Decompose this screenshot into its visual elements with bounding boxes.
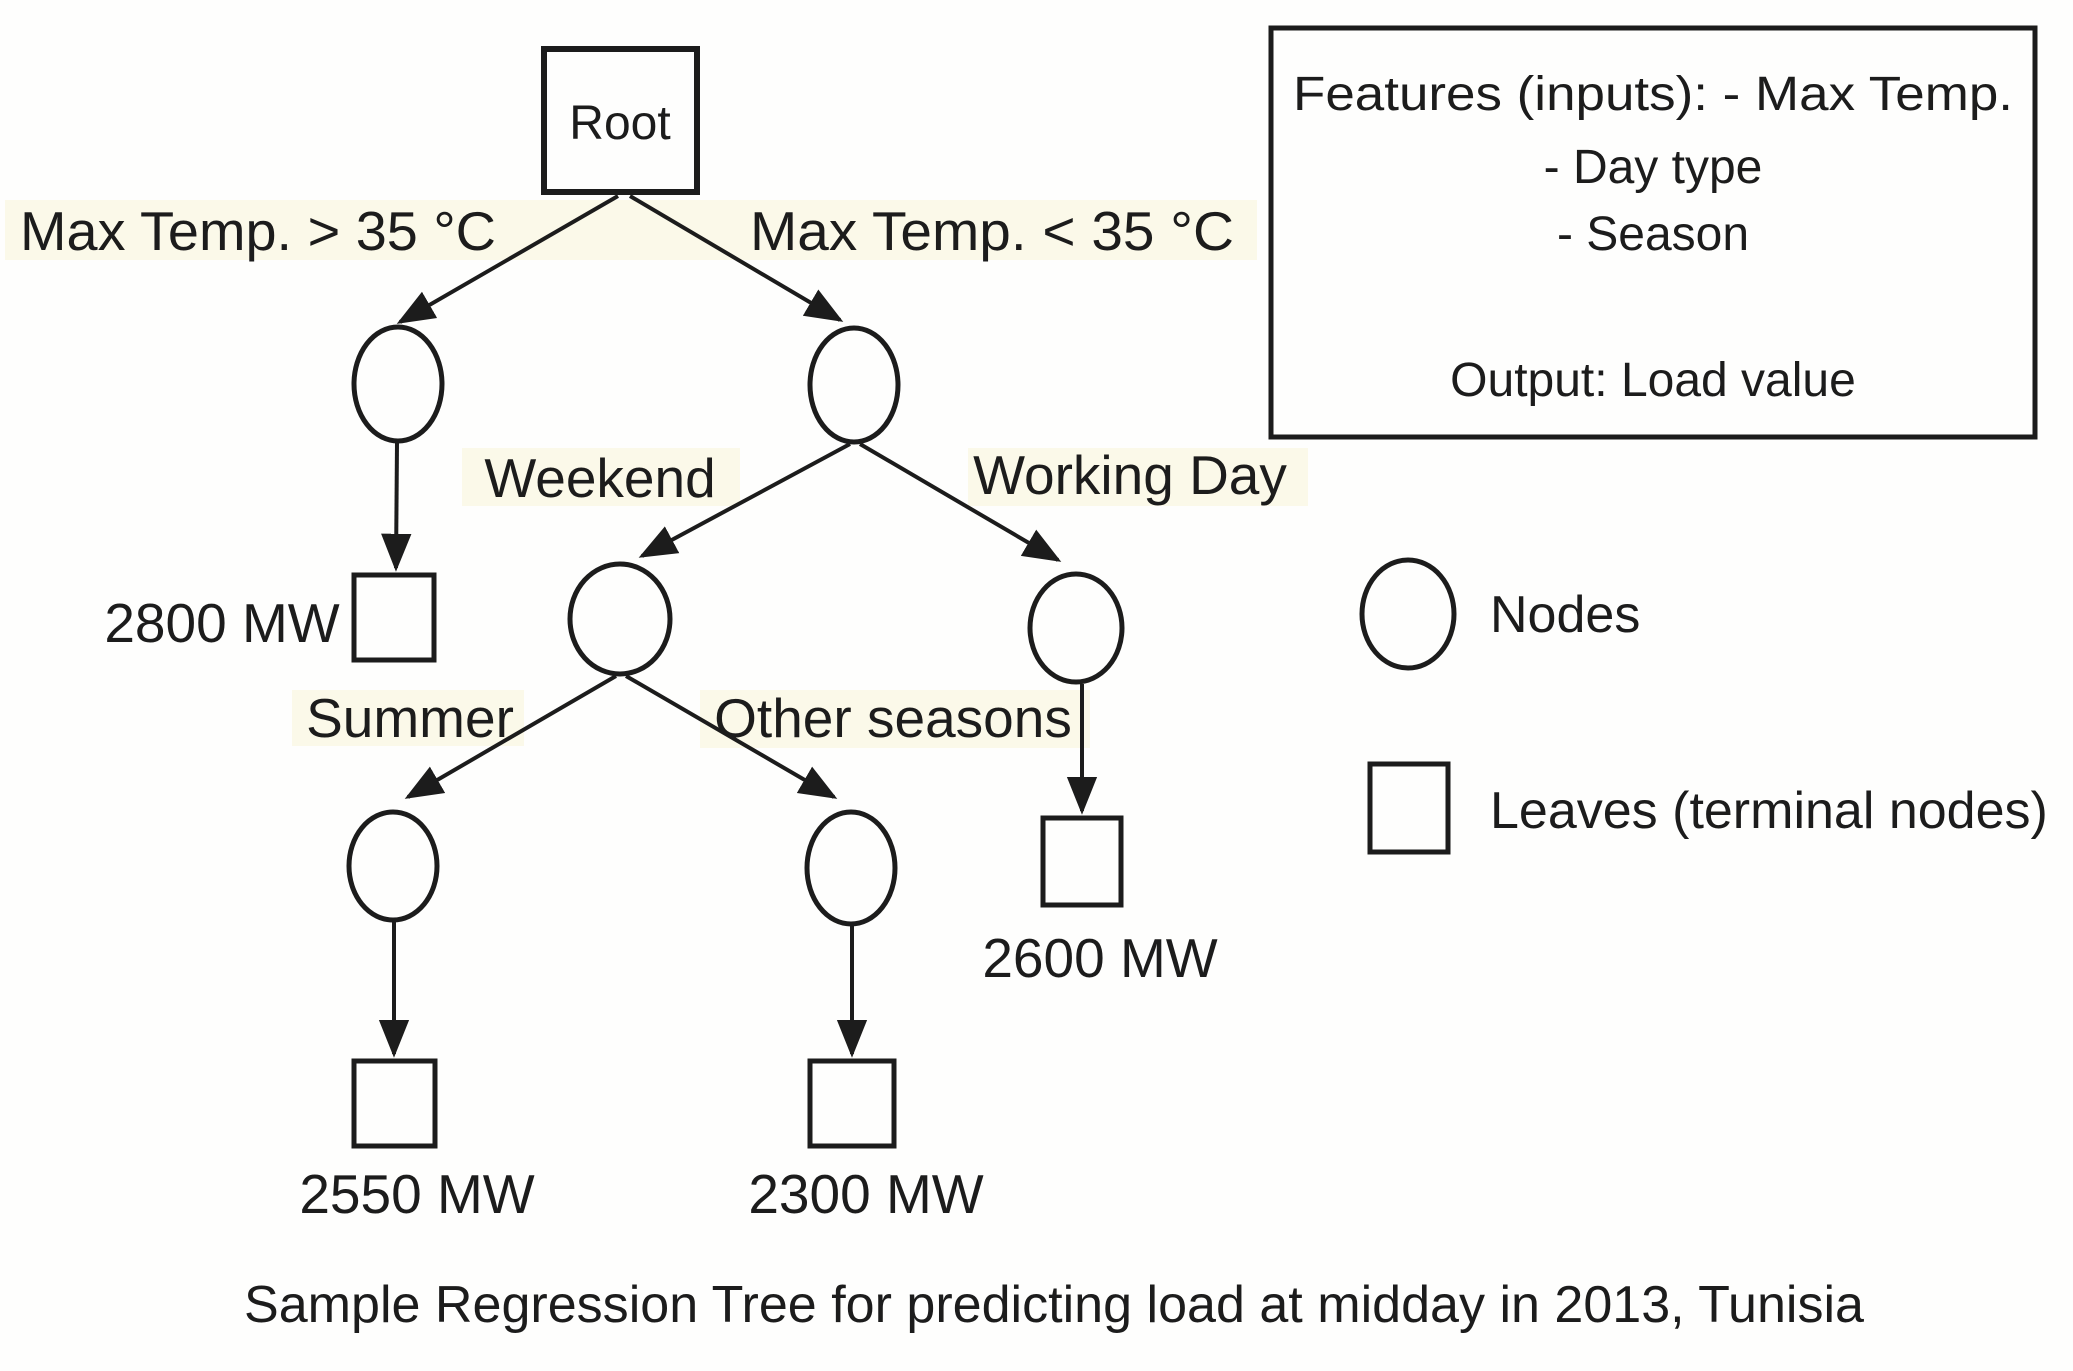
edge-label-max-temp-gt: Max Temp. > 35 °C xyxy=(20,200,496,262)
label-highlight xyxy=(5,200,1257,260)
info-box-feature-season: - Season xyxy=(1557,208,1749,261)
label-highlight xyxy=(700,690,1090,748)
edge-weekend-node-to-otherseasons-node xyxy=(624,674,838,799)
node-weekend xyxy=(567,561,673,677)
edge-label-other-seasons: Other seasons xyxy=(714,687,1072,749)
legend-leaf-icon xyxy=(1367,761,1451,855)
leaf-box-2550 xyxy=(351,1058,438,1149)
label-highlight xyxy=(462,448,740,506)
leaf-box-2800 xyxy=(351,572,437,663)
label-highlight xyxy=(968,448,1308,506)
leaf-box-2300 xyxy=(807,1058,897,1149)
leaf-value-2550: 2550 MW xyxy=(299,1163,534,1225)
edge-mild-node-to-workingday-node xyxy=(858,442,1062,562)
node-other-seasons xyxy=(804,809,898,927)
legend-nodes-label: Nodes xyxy=(1490,586,1640,644)
edge-label-weekend: Weekend xyxy=(484,447,715,509)
edge-root-to-hot-node xyxy=(396,194,620,324)
edge-mild-node-to-weekend-node xyxy=(638,442,851,558)
info-box-feature-day-type: - Day type xyxy=(1544,141,1763,194)
edge-hot-node-to-leaf-2800 xyxy=(381,442,412,572)
label-highlight xyxy=(292,690,524,746)
node-summer xyxy=(346,809,440,923)
legend-node-icon xyxy=(1359,557,1457,671)
info-box-features-line: Features (inputs): - Max Temp. xyxy=(1293,68,2013,121)
legend-leaves-label: Leaves (terminal nodes) xyxy=(1490,782,2048,840)
node-hot-temp xyxy=(351,324,445,444)
edge-label-max-temp-lt: Max Temp. < 35 °C xyxy=(750,200,1234,262)
leaf-value-2300: 2300 MW xyxy=(748,1163,983,1225)
node-mild-temp xyxy=(807,325,901,445)
leaf-box-2600 xyxy=(1040,815,1124,908)
info-box xyxy=(1268,25,2038,440)
edge-weekend-node-to-summer-node xyxy=(404,674,618,799)
leaf-value-2800: 2800 MW xyxy=(104,592,339,654)
info-box-output-line: Output: Load value xyxy=(1450,354,1856,407)
edge-label-summer: Summer xyxy=(306,687,514,749)
root-node-box xyxy=(541,46,700,195)
edge-root-to-mild-node xyxy=(628,194,844,322)
caption: Sample Regression Tree for predicting lo… xyxy=(244,1276,1864,1334)
edge-label-working-day: Working Day xyxy=(973,444,1287,506)
root-node-label: Root xyxy=(569,97,670,150)
leaf-value-2600: 2600 MW xyxy=(982,927,1217,989)
node-working-day xyxy=(1027,571,1125,685)
